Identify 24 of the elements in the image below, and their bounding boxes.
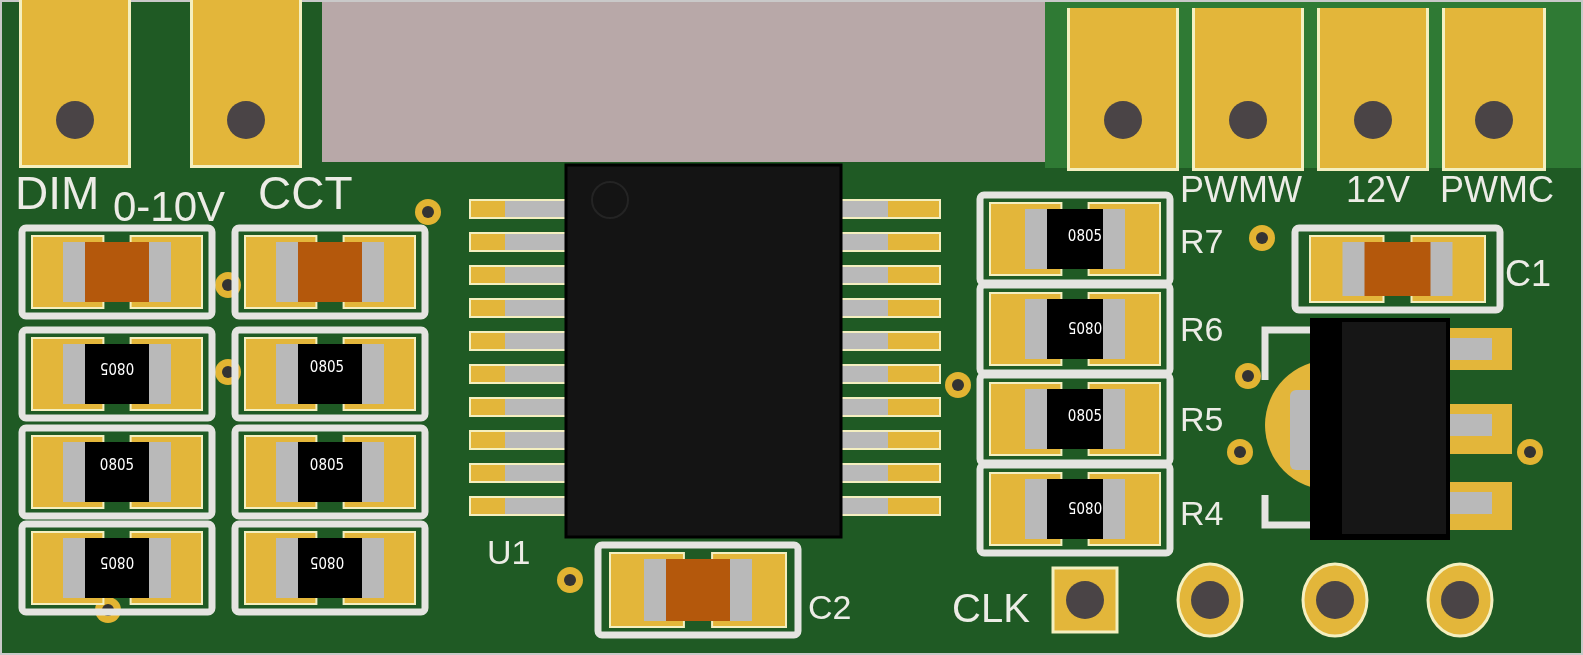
- silkscreen-label: R6: [1180, 312, 1224, 346]
- chip-marking: 0805: [1067, 228, 1103, 244]
- silkscreen-label: PWMW: [1180, 172, 1302, 208]
- chip-marking: 0805: [1067, 318, 1103, 334]
- chip-marking: 0805: [309, 457, 345, 473]
- silkscreen-label: CCT: [258, 170, 353, 216]
- chip-marking: 0805: [99, 553, 135, 569]
- chip-marking: 0805: [1067, 498, 1103, 514]
- silkscreen-label: 0-10V: [113, 186, 226, 228]
- chip-marking: 0805: [1067, 408, 1103, 424]
- silkscreen-label: PWMC: [1440, 172, 1554, 208]
- silkscreen-label: R7: [1180, 224, 1224, 258]
- silkscreen-label: CLK: [952, 588, 1030, 628]
- chip-marking: 0805: [309, 553, 345, 569]
- chip-marking: 0805: [99, 359, 135, 375]
- silkscreen-label: DIM: [15, 170, 100, 216]
- silkscreen-label: 12V: [1346, 172, 1411, 208]
- silkscreen-label: C1: [1505, 256, 1552, 292]
- silkscreen-label: R4: [1180, 496, 1224, 530]
- silkscreen-label: R5: [1180, 402, 1224, 436]
- silkscreen-label: U1: [487, 535, 531, 569]
- chip-marking: 0805: [309, 359, 345, 375]
- chip-marking: 0805: [99, 457, 135, 473]
- silkscreen-label: C2: [808, 590, 852, 624]
